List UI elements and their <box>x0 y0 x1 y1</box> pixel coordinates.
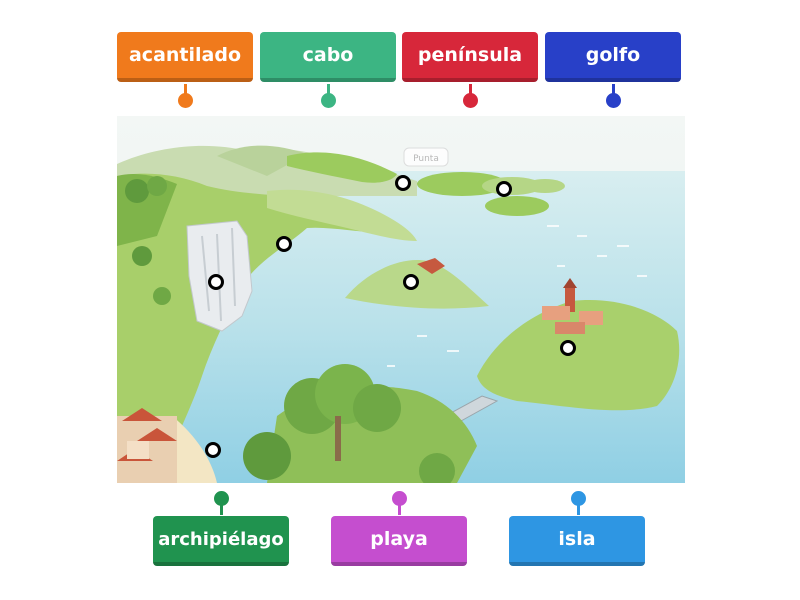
pin-line-isla <box>577 505 580 515</box>
label-cabo[interactable]: cabo <box>260 32 396 82</box>
pin-dot-archipielago <box>214 491 229 506</box>
drop-target-cliff[interactable] <box>208 274 224 290</box>
pin-line-golfo <box>612 84 615 94</box>
label-golfo[interactable]: golfo <box>545 32 681 82</box>
pin-dot-isla <box>571 491 586 506</box>
pin-dot-playa <box>392 491 407 506</box>
drop-target-archipelago[interactable] <box>496 181 512 197</box>
coastal-landscape-illustration: Punta <box>117 116 685 483</box>
label-peninsula[interactable]: península <box>402 32 538 82</box>
label-archipielago[interactable]: archipiélago <box>153 516 289 566</box>
punta-sign-text: Punta <box>413 154 439 164</box>
pin-dot-golfo <box>606 93 621 108</box>
drop-target-village-peninsula[interactable] <box>560 340 576 356</box>
label-acantilado[interactable]: acantilado <box>117 32 253 82</box>
pin-dot-peninsula <box>463 93 478 108</box>
label-isla[interactable]: isla <box>509 516 645 566</box>
pin-dot-acantilado <box>178 93 193 108</box>
pin-dot-cabo <box>321 93 336 108</box>
pin-line-playa <box>398 505 401 515</box>
pin-line-acantilado <box>184 84 187 94</box>
pin-line-archipielago <box>220 505 223 515</box>
drop-target-beach[interactable] <box>205 442 221 458</box>
drop-target-peninsula-arm[interactable] <box>276 236 292 252</box>
pin-line-cabo <box>327 84 330 94</box>
pin-line-peninsula <box>469 84 472 94</box>
label-playa[interactable]: playa <box>331 516 467 566</box>
drop-target-island[interactable] <box>403 274 419 290</box>
drop-target-cape[interactable] <box>395 175 411 191</box>
